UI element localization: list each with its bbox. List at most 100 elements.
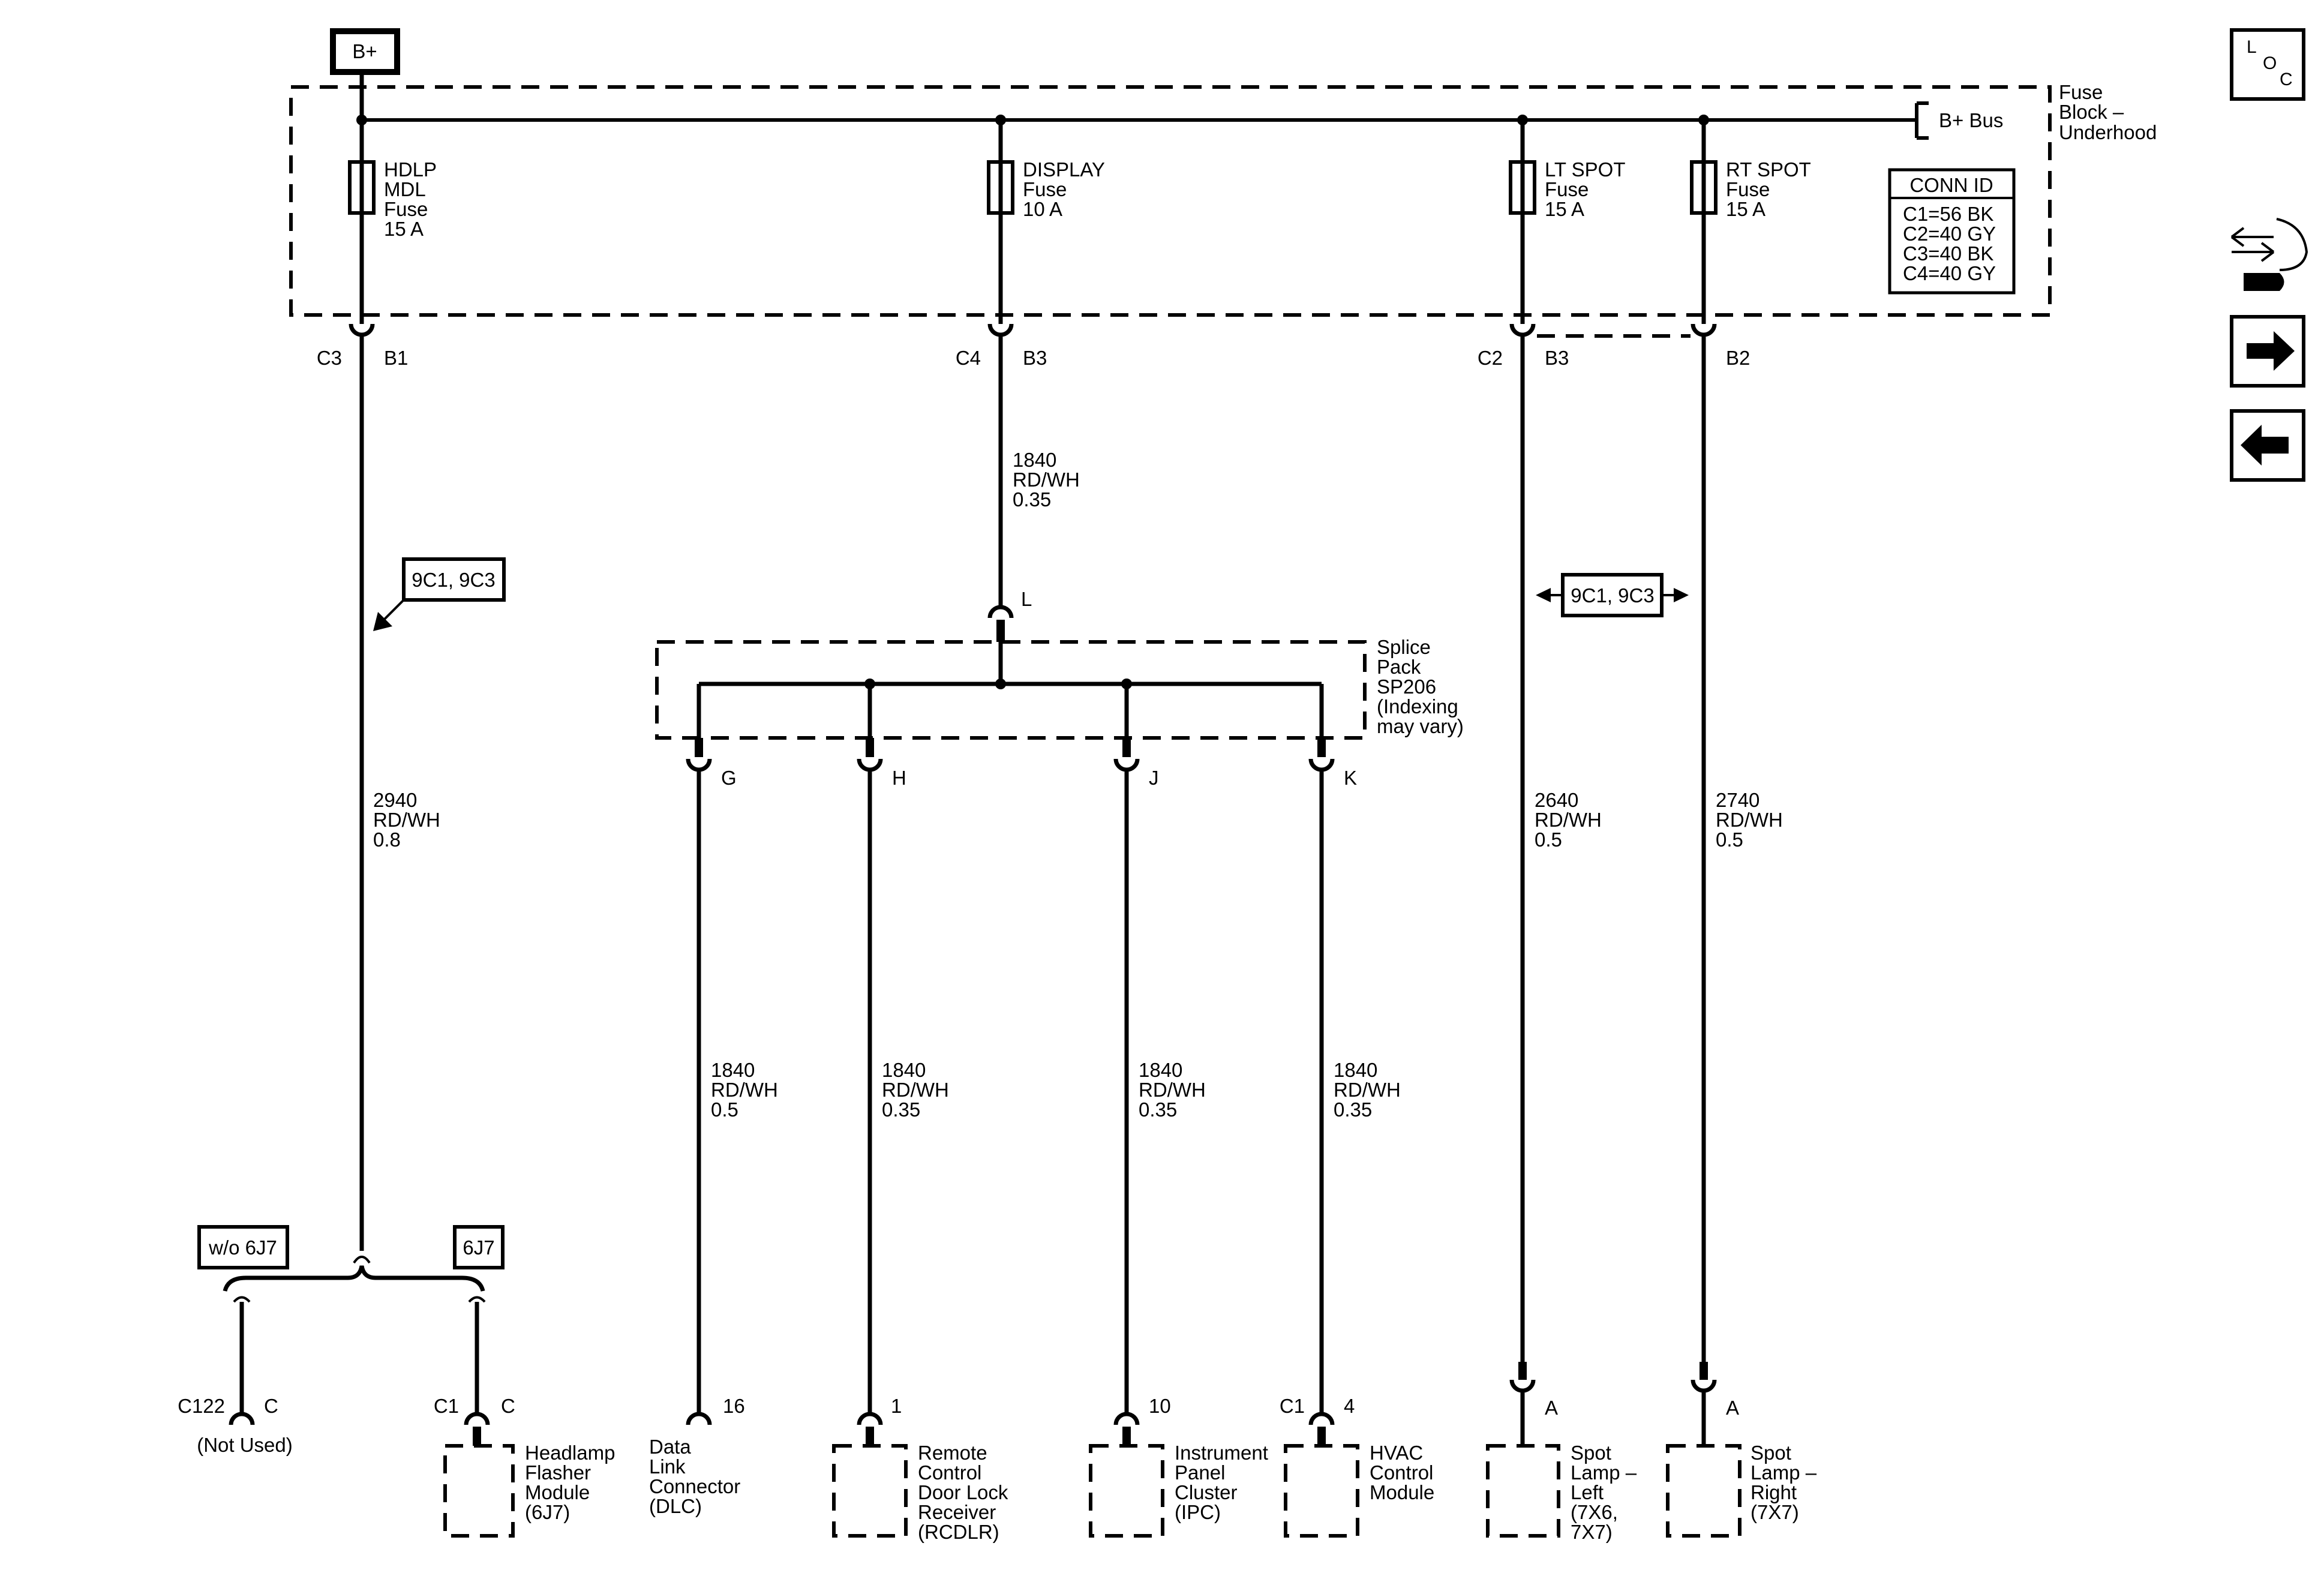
fuse-lt-spot-label-3: 15 A [1545,198,1584,220]
flasher-pin: C [501,1395,515,1417]
c122-branch: C122 C (Not Used) [178,1296,293,1456]
wire-hvac-circuit: 1840 [1334,1059,1377,1081]
fuse-display-label-3: 10 A [1023,198,1062,220]
power-label: B+ [352,40,377,62]
conn-id-c1: C1=56 BK [1903,203,1993,225]
rcdlr-label-4: Receiver [918,1501,996,1523]
wire-hvac-size: 0.35 [1334,1098,1372,1121]
hvac-label-3: Module [1370,1481,1434,1503]
fuse-hdlp-label-3: Fuse [384,198,428,220]
previous-page-button[interactable] [2230,409,2305,482]
c122-pin: C [264,1395,278,1417]
wire-hvac-color: RD/WH [1334,1079,1401,1101]
splice-outputs: G H J K [686,738,1357,789]
loc-button[interactable]: L O C [2230,28,2305,101]
dlc-pin: 16 [723,1395,745,1417]
wire-lt-spot-size: 0.5 [1535,828,1562,851]
loc-letter-o: O [2263,53,2277,73]
option-with-6j7 [453,1225,505,1269]
wire-dlc-size: 0.5 [711,1098,738,1121]
power-source: B+ [330,28,400,120]
wire-rcdlr-color: RD/WH [882,1079,949,1101]
splice-name-2: Pack [1377,656,1421,678]
fuse-hdlp-mdl: HDLP MDL Fuse 15 A C3 B1 [317,120,437,369]
hvac-label-1: HVAC [1370,1442,1423,1464]
fuse-lt-spot: LT SPOT Fuse 15 A C2 B3 [1478,120,1625,369]
rcdlr-branch: 1840 RD/WH 0.35 1 Remote Control Door Lo… [832,770,1008,1543]
c122-note: (Not Used) [197,1434,293,1456]
wire-rt-spot-circuit: 2740 [1716,789,1759,811]
wire-display-color: RD/WH [1013,469,1080,491]
splice-pack-sp206: Splice Pack SP206 (Indexing may vary) [655,636,1464,740]
fuse-hdlp-label-4: 15 A [384,218,424,240]
conn-id-c3: C3=40 BK [1903,242,1993,265]
conn-id-title: CONN ID [1909,174,1993,196]
fuse-rt-spot: RT SPOT Fuse 15 A B2 [1690,120,1811,369]
wire-lt-spot-circuit: 2640 [1535,789,1578,811]
fuse-lt-spot-label-1: LT SPOT [1545,158,1625,181]
fuse-rt-spot-label-1: RT SPOT [1726,158,1811,181]
rcdlr-label-2: Control [918,1461,981,1484]
ipc-pin: 10 [1149,1395,1171,1417]
fuse-rt-spot-label-3: 15 A [1726,198,1765,220]
fuse-hdlp-conn: C3 [317,347,342,369]
loc-letter-l: L [2247,37,2257,57]
spot-left-label-3: Left [1571,1481,1604,1503]
ipc-branch: 1840 RD/WH 0.35 10 Instrument Panel Clus… [1089,770,1268,1538]
wire-rt-spot-size: 0.5 [1716,828,1743,851]
fuse-rt-spot-pin: B2 [1726,347,1750,369]
spot-right-label-4: (7X7) [1750,1501,1799,1523]
rcdlr-label-3: Door Lock [918,1481,1008,1503]
ipc-label-2: Panel [1175,1461,1225,1484]
wire-ipc-size: 0.35 [1139,1098,1177,1121]
ipc-label-4: (IPC) [1175,1501,1221,1523]
wire-ipc-color: RD/WH [1139,1079,1206,1101]
fuse-hdlp-label-1: HDLP [384,158,437,181]
spot-right-label-1: Spot [1750,1442,1791,1464]
conn-id-table: CONN ID C1=56 BK C2=40 GY C3=40 BK C4=40… [1888,168,2016,295]
hvac-branch: 1840 RD/WH 0.35 C1 4 HVAC Control Module [1280,770,1434,1538]
hvac-pin: 4 [1344,1395,1355,1417]
hvac-label-2: Control [1370,1461,1433,1484]
headlamp-flasher-module: C1 C Headlamp Flasher Module (6J7) [434,1296,615,1538]
fuse-display: DISPLAY Fuse 10 A C4 B3 [956,120,1105,369]
c122-conn: C122 [178,1395,225,1417]
wire-display-run: 1840 RD/WH 0.35 L [987,336,1080,642]
fuse-block-name-3: Underhood [2059,121,2157,143]
flasher-label-3: Module [525,1481,590,1503]
splice-name-5: may vary) [1377,715,1464,737]
conn-id-c2: C2=40 GY [1903,223,1996,245]
fuse-display-conn: C4 [956,347,981,369]
wire-display-circuit: 1840 [1013,449,1056,471]
dlc-label-2: Link [649,1455,686,1478]
wire-ipc-circuit: 1840 [1139,1059,1182,1081]
spot-left-label-5: 7X7) [1571,1521,1613,1543]
wire-dlc-circuit: 1840 [711,1059,755,1081]
fuse-lt-spot-pin: B3 [1545,347,1569,369]
hvac-conn: C1 [1280,1395,1305,1417]
option-without-label: w/o 6J7 [208,1236,277,1259]
splice-pin-k: K [1344,767,1357,789]
component-view-icon[interactable] [2230,218,2308,291]
fuse-display-label-1: DISPLAY [1023,158,1105,181]
fuse-hdlp-pin: B1 [384,347,408,369]
dlc-label-1: Data [649,1436,691,1458]
wire-display-size: 0.35 [1013,488,1051,511]
spot-lamp-refs: 9C1, 9C3 [1536,573,1689,617]
fuse-block: B+ Bus Fuse Block – Underhood CONN ID C1… [289,81,2157,317]
spot-lamp-right-branch: 2740 RD/WH 0.5 A Spot Lamp – Right (7X7) [1666,336,1817,1538]
next-page-button[interactable] [2230,315,2305,388]
rcdlr-label-1: Remote [918,1442,987,1464]
wire-dlc-color: RD/WH [711,1079,778,1101]
spot-left-label-2: Lamp – [1571,1461,1637,1484]
fuse-lt-spot-conn: C2 [1478,347,1503,369]
dlc-branch: 1840 RD/WH 0.5 16 Data Link Connector (D… [649,770,778,1517]
wire-hdlp-run: 2940 RD/WH 0.8 9C1, 9C3 w/o 6J7 6J7 [197,336,506,1292]
flasher-label-2: Flasher [525,1461,591,1484]
fuse-rt-spot-label-2: Fuse [1726,178,1770,200]
conn-id-c4: C4=40 GY [1903,262,1996,284]
ipc-label-1: Instrument [1175,1442,1268,1464]
spot-right-label-2: Lamp – [1750,1461,1817,1484]
fuse-block-name-1: Fuse [2059,81,2103,103]
